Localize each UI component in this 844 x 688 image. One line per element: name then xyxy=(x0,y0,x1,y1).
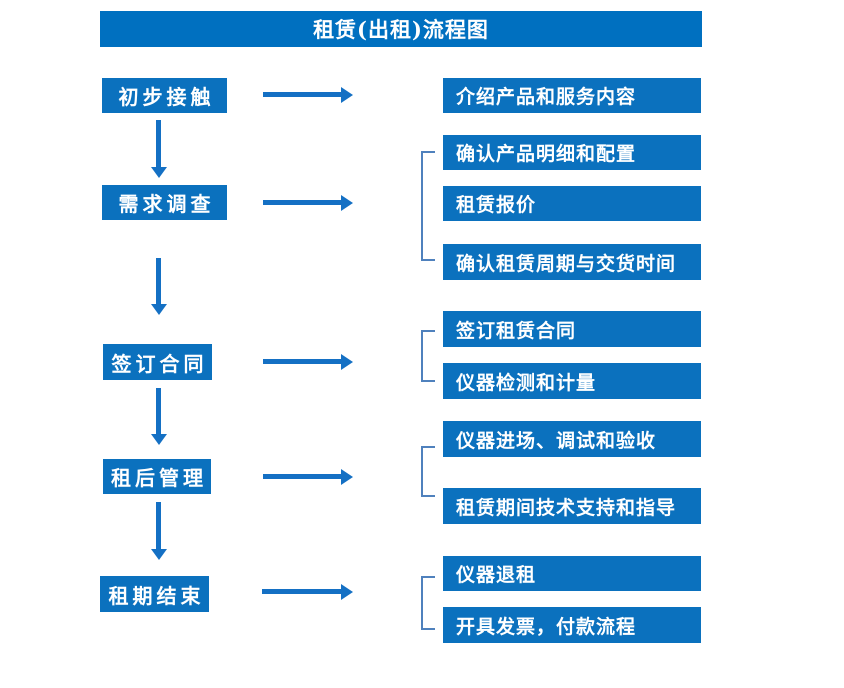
detail-rental-quote: 租赁报价 xyxy=(443,186,701,221)
detail-confirm-period-delivery: 确认租赁周期与交货时间 xyxy=(443,244,701,280)
right-arrow-1 xyxy=(263,92,341,97)
detail-sign-rental-contract: 签订租赁合同 xyxy=(443,311,701,347)
step-demand-survey: 需求调查 xyxy=(102,185,227,220)
down-arrow-1 xyxy=(156,120,161,167)
right-arrow-3 xyxy=(263,359,341,364)
right-arrow-4 xyxy=(263,474,341,479)
group-bracket-lease-end xyxy=(421,576,435,630)
step-sign-contract: 签订合同 xyxy=(103,344,212,380)
detail-invoice-payment-process: 开具发票，付款流程 xyxy=(443,607,701,643)
down-arrow-4 xyxy=(156,502,161,549)
detail-instrument-return: 仪器退租 xyxy=(443,556,701,591)
down-arrow-3 xyxy=(156,388,161,434)
step-lease-end: 租期结束 xyxy=(100,576,209,612)
group-bracket-demand-survey xyxy=(421,151,435,261)
detail-introduce-products-services: 介绍产品和服务内容 xyxy=(443,78,701,113)
group-bracket-post-rental xyxy=(421,446,435,497)
down-arrow-2 xyxy=(156,258,161,304)
detail-technical-support-guidance: 租赁期间技术支持和指导 xyxy=(443,488,701,524)
group-bracket-sign-contract xyxy=(421,330,435,382)
right-arrow-5 xyxy=(262,589,341,594)
step-post-rental-management: 租后管理 xyxy=(103,459,211,494)
flowchart-title: 租赁(出租)流程图 xyxy=(100,11,702,47)
right-arrow-2 xyxy=(263,200,341,205)
detail-confirm-product-config: 确认产品明细和配置 xyxy=(443,135,701,170)
detail-instrument-testing-metering: 仪器检测和计量 xyxy=(443,363,701,399)
detail-instrument-setup-acceptance: 仪器进场、调试和验收 xyxy=(443,421,701,457)
step-initial-contact: 初步接触 xyxy=(102,78,227,113)
